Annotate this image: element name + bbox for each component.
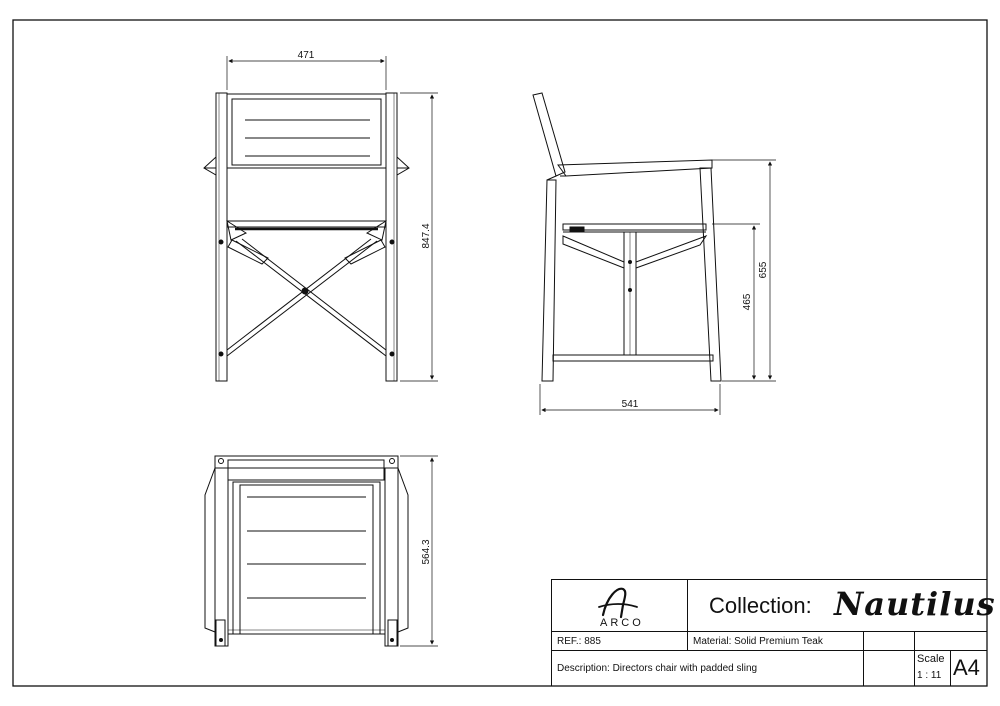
material: Material: Solid Premium Teak <box>693 636 823 647</box>
dim-front-width: 471 <box>298 50 315 61</box>
side-dimensions <box>539 159 776 415</box>
dim-top-depth: 564.3 <box>421 539 432 564</box>
front-view <box>203 92 410 382</box>
arco-a-icon <box>598 587 638 619</box>
title-block: ARCO Collection: Nautilus REF.: 885 Mate… <box>551 579 995 686</box>
ref-number: REF.: 885 <box>557 636 601 647</box>
dim-side-depth: 541 <box>622 399 639 410</box>
sheet-border <box>12 19 988 687</box>
arco-logo: ARCO <box>591 583 647 629</box>
top-view <box>204 455 409 647</box>
description: Description: Directors chair with padded… <box>557 663 758 674</box>
collection-name: Nautilus <box>834 585 996 623</box>
top-dimensions <box>400 455 438 647</box>
dim-side-seat-height: 465 <box>742 293 753 310</box>
logo-text: ARCO <box>600 617 644 629</box>
scale-value: 1 : 11 <box>917 670 942 681</box>
dim-side-arm-height: 655 <box>758 261 769 278</box>
front-dimensions <box>226 56 438 382</box>
scale-label: Scale <box>917 653 945 665</box>
paper-size: A4 <box>953 655 980 680</box>
dim-front-height: 847.4 <box>421 223 432 248</box>
collection-label: Collection: <box>709 593 812 618</box>
side-view <box>532 92 722 382</box>
